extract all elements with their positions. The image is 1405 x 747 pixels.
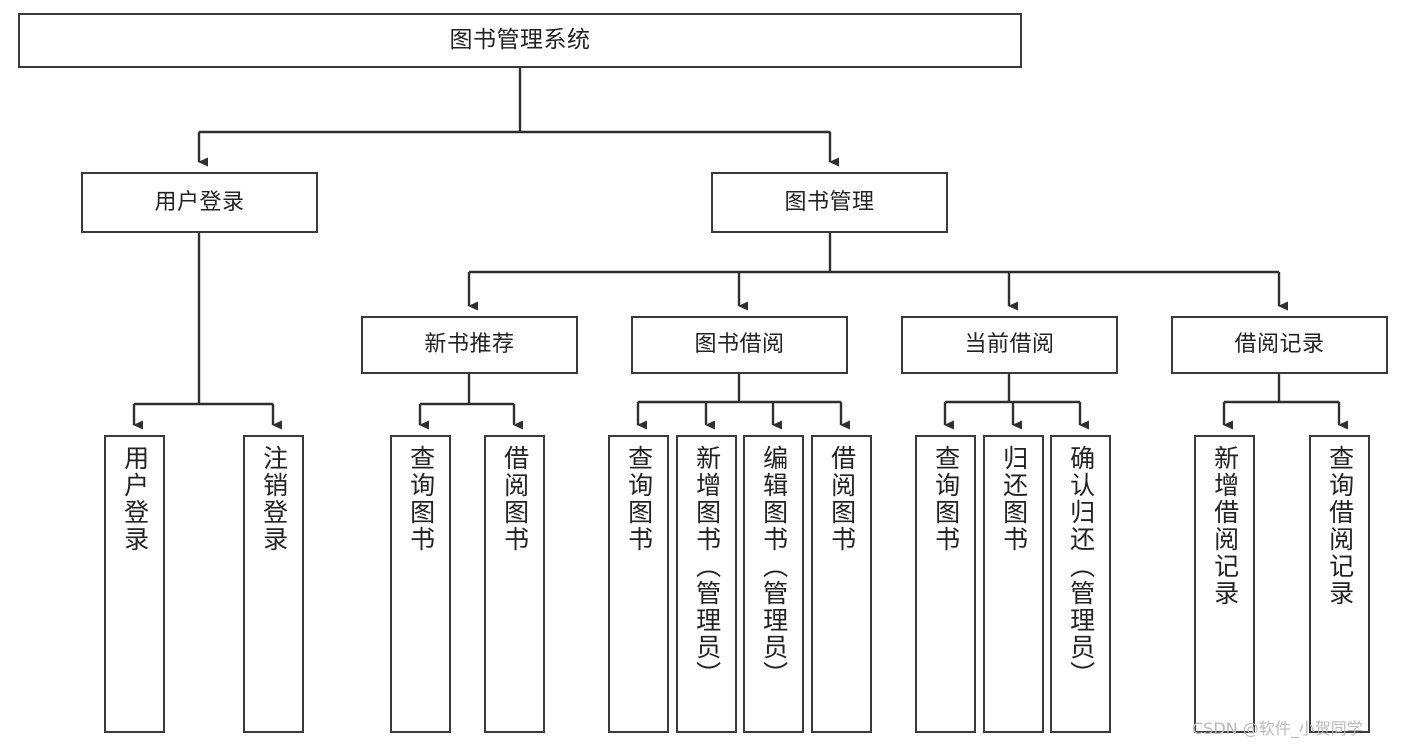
node-leaf-query-book-current[interactable]: 查询图书 — [915, 435, 976, 733]
node-root-book-management-system[interactable]: 图书管理系统 — [18, 13, 1022, 68]
node-label: 查询借阅记录 — [1325, 445, 1355, 607]
node-leaf-borrow-book[interactable]: 借阅图书 — [811, 435, 872, 733]
csdn-watermark: CSDN @软件_小贺同学 — [1192, 719, 1363, 738]
node-leaf-user-login[interactable]: 用户登录 — [104, 435, 165, 733]
node-label: 确认归还（管理员） — [1066, 445, 1096, 688]
node-leaf-query-book-borrow[interactable]: 查询图书 — [608, 435, 669, 733]
node-label: 注销登录 — [259, 445, 289, 553]
node-leaf-query-borrow-record[interactable]: 查询借阅记录 — [1309, 435, 1370, 733]
node-user-login[interactable]: 用户登录 — [81, 172, 318, 233]
node-label: 新增图书（管理员） — [692, 445, 722, 688]
node-label: 借阅图书 — [500, 445, 530, 553]
node-label: 当前借阅 — [964, 332, 1055, 358]
node-label: 归还图书 — [999, 445, 1029, 553]
node-book-manage[interactable]: 图书管理 — [711, 172, 948, 233]
node-label: 新增借阅记录 — [1210, 445, 1240, 607]
node-label: 查询图书 — [406, 445, 436, 553]
node-label: 图书管理 — [784, 189, 875, 215]
node-label: 查询图书 — [624, 445, 654, 553]
node-label: 借阅图书 — [827, 445, 857, 553]
node-current-borrow[interactable]: 当前借阅 — [901, 316, 1118, 374]
node-leaf-edit-book-admin[interactable]: 编辑图书（管理员） — [743, 435, 804, 733]
node-leaf-return-book[interactable]: 归还图书 — [983, 435, 1044, 733]
node-book-borrow[interactable]: 图书借阅 — [631, 316, 848, 374]
node-leaf-confirm-return-admin[interactable]: 确认归还（管理员） — [1050, 435, 1111, 733]
node-label: 图书借阅 — [694, 332, 785, 358]
node-label: 新书推荐 — [424, 332, 515, 358]
node-label: 查询图书 — [931, 445, 961, 553]
node-leaf-query-book-recommend[interactable]: 查询图书 — [390, 435, 451, 733]
node-leaf-logout[interactable]: 注销登录 — [243, 435, 304, 733]
node-label: 借阅记录 — [1234, 332, 1325, 358]
node-label: 用户登录 — [154, 189, 245, 215]
node-label: 编辑图书（管理员） — [759, 445, 789, 688]
node-leaf-add-borrow-record[interactable]: 新增借阅记录 — [1194, 435, 1255, 733]
node-leaf-borrow-book-recommend[interactable]: 借阅图书 — [484, 435, 545, 733]
node-new-book-recommend[interactable]: 新书推荐 — [361, 316, 578, 374]
node-borrow-record[interactable]: 借阅记录 — [1171, 316, 1388, 374]
node-label: 用户登录 — [120, 445, 150, 553]
node-label: 图书管理系统 — [449, 26, 591, 53]
node-leaf-add-book-admin[interactable]: 新增图书（管理员） — [676, 435, 737, 733]
